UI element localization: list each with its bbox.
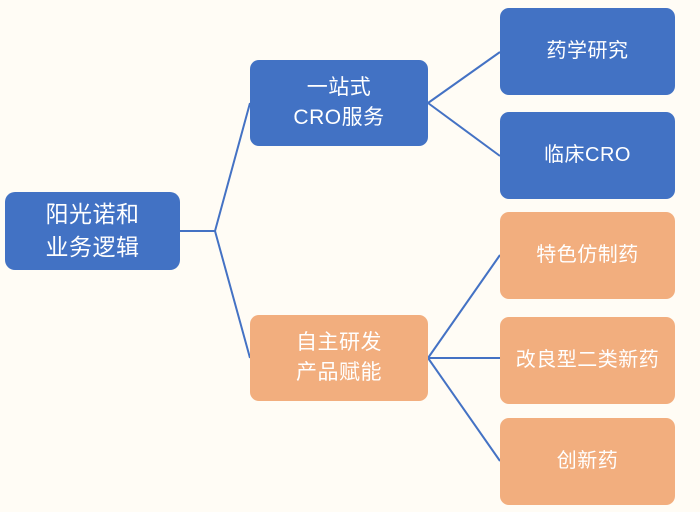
node-leaf-innovative[interactable]: 创新药 [500,418,675,505]
node-leaf-clinical-cro[interactable]: 临床CRO [500,112,675,199]
node-branch-rnd-line-1: 自主研发 [296,331,382,355]
node-leaf-improved-label: 改良型二类新药 [515,349,660,372]
node-branch-rnd[interactable]: 自主研发 产品赋能 [250,315,428,401]
node-leaf-generic[interactable]: 特色仿制药 [500,212,675,299]
node-root[interactable]: 阳光诺和 业务逻辑 [5,192,180,270]
node-branch-rnd-line-2: 产品赋能 [296,361,382,384]
connector-cro-to-pharm-research [427,51,501,104]
node-leaf-innovative-label: 创新药 [556,450,619,473]
connector-rnd-to-innovative [427,357,501,462]
node-leaf-improved[interactable]: 改良型二类新药 [500,317,675,404]
connector-cro-to-clinical-cro [427,102,501,157]
node-leaf-clinical-cro-label: 临床CRO [544,144,631,167]
node-branch-cro[interactable]: 一站式 CRO服务 [250,60,428,146]
node-root-line-2: 业务逻辑 [45,234,140,260]
node-leaf-generic-label: 特色仿制药 [536,244,639,267]
node-branch-cro-line-1: 一站式 [306,76,372,100]
node-branch-cro-line-2: CRO服务 [293,106,385,129]
connector-rnd-to-generic [427,254,501,359]
node-leaf-pharm-research[interactable]: 药学研究 [500,8,675,95]
connector-root-to-rnd [180,230,251,359]
node-leaf-pharm-research-label: 药学研究 [546,40,629,63]
node-root-line-1: 阳光诺和 [45,201,140,228]
connector-root-to-cro [180,102,251,232]
